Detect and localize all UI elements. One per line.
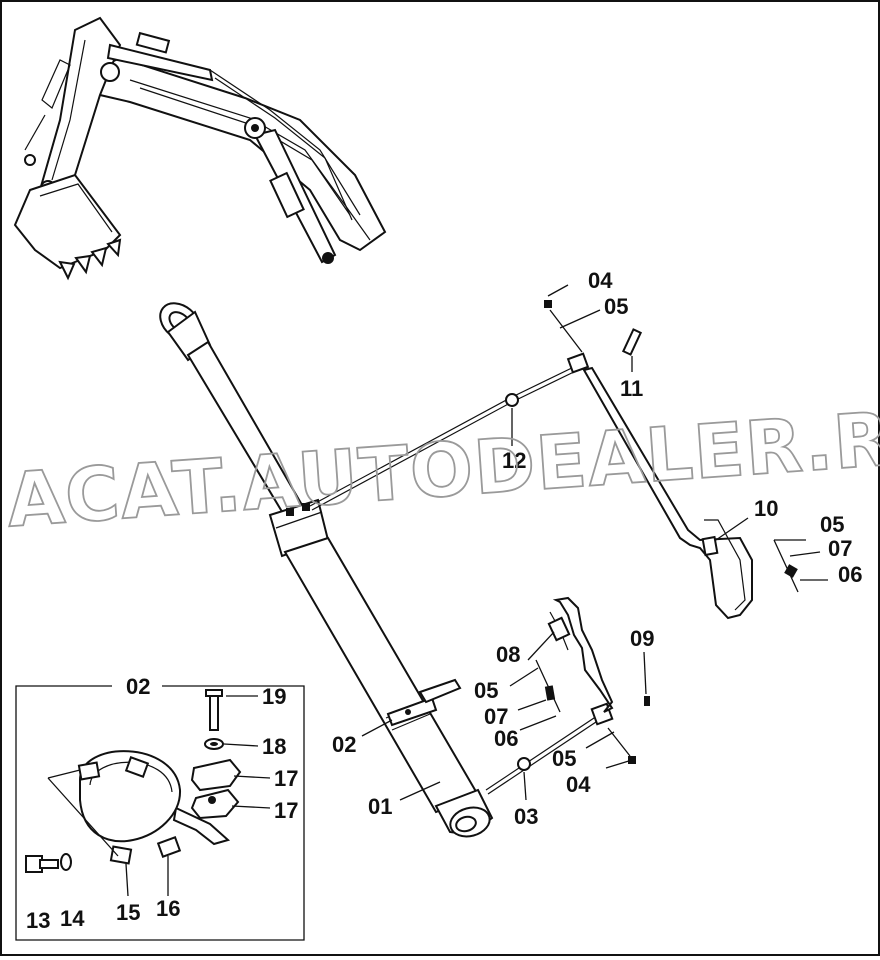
callout-06-mid: 06 xyxy=(494,726,518,751)
boom-cylinder xyxy=(159,302,494,838)
callout-10: 10 xyxy=(754,496,778,521)
inset-detail: 02 19 18 17 17 xyxy=(15,674,305,941)
callout-03: 03 xyxy=(514,804,538,829)
callout-19: 19 xyxy=(262,684,286,709)
callout-17-lower: 17 xyxy=(274,798,298,823)
callout-17-upper: 17 xyxy=(274,766,298,791)
callout-16: 16 xyxy=(156,896,180,921)
upper-pipe-assembly xyxy=(309,300,798,620)
callout-14: 14 xyxy=(60,906,85,931)
callout-13: 13 xyxy=(26,908,50,933)
lower-pipe-assembly xyxy=(485,596,650,795)
washer-12 xyxy=(505,393,519,407)
callout-15: 15 xyxy=(116,900,140,925)
callout-06-right: 06 xyxy=(838,562,862,587)
callout-07-mid: 07 xyxy=(484,704,508,729)
callout-05-right: 05 xyxy=(820,512,844,537)
callout-labels: 04 05 11 12 10 05 07 06 08 05 07 06 09 0… xyxy=(332,268,862,829)
bucket-teeth xyxy=(58,238,122,281)
watermark-text: ACAT.AUTODEALER.RU xyxy=(4,392,880,544)
callout-01: 01 xyxy=(368,794,392,819)
excavator-overview xyxy=(13,16,387,281)
callout-08: 08 xyxy=(496,642,520,667)
callout-04-low: 04 xyxy=(566,772,591,797)
callout-05-mid: 05 xyxy=(474,678,498,703)
callout-11: 11 xyxy=(620,376,643,401)
callout-04-top: 04 xyxy=(588,268,613,293)
washer-03 xyxy=(517,757,531,771)
leader-lines xyxy=(361,284,828,801)
callout-18: 18 xyxy=(262,734,286,759)
callout-05-top: 05 xyxy=(604,294,628,319)
callout-05-low: 05 xyxy=(552,746,576,771)
callout-09: 09 xyxy=(630,626,654,651)
callout-02: 02 xyxy=(332,732,356,757)
inset-title: 02 xyxy=(126,674,150,699)
callout-12: 12 xyxy=(502,448,526,473)
callout-07-right: 07 xyxy=(828,536,852,561)
